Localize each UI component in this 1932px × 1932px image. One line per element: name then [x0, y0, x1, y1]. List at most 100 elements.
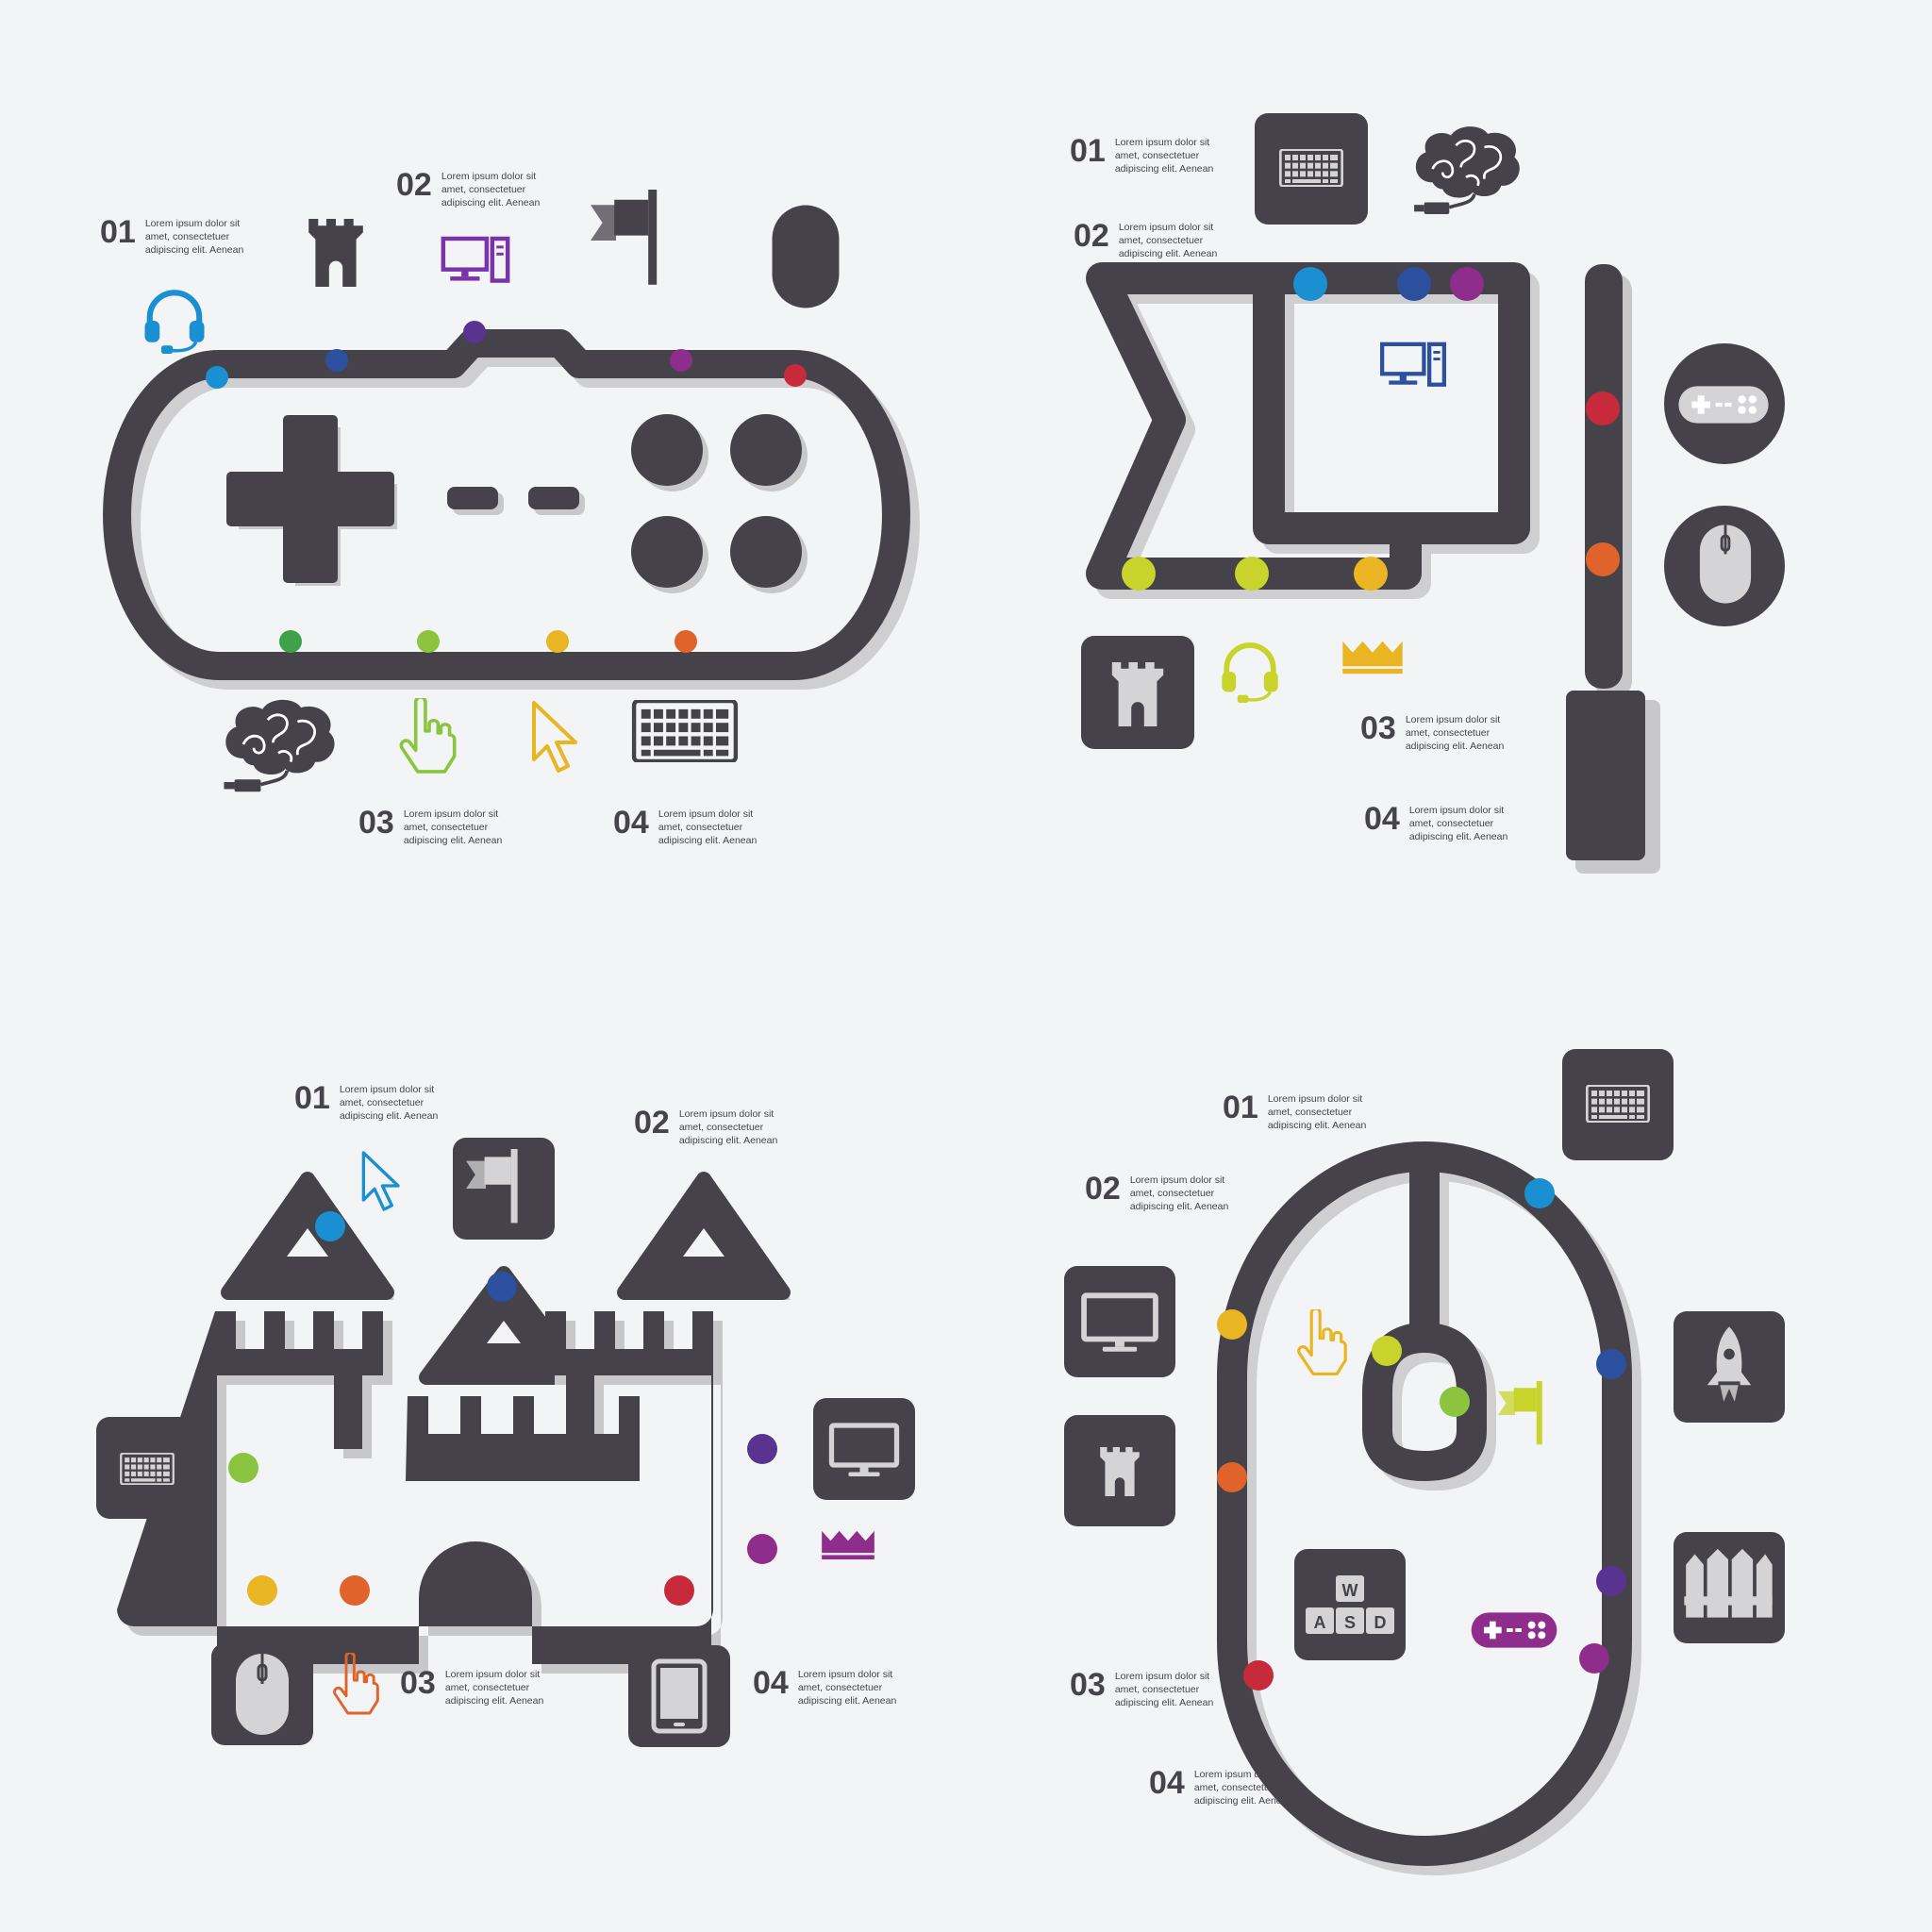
step-number: 04 [1149, 1765, 1185, 1801]
mouse-circle-icon [1664, 506, 1785, 626]
track-dot [1217, 1309, 1247, 1340]
step-number: 02 [396, 167, 432, 203]
gamepad-track [103, 329, 910, 680]
track-dot [1596, 1349, 1626, 1379]
track-dot [340, 1575, 370, 1606]
monitor-tile-icon [1064, 1266, 1175, 1377]
track-dot [1596, 1566, 1626, 1596]
gamepad-circle-icon [1664, 343, 1785, 464]
mouse-panel: W A S D [1064, 1049, 1785, 1875]
track-dot [417, 630, 440, 653]
tablet-tile-icon [628, 1645, 730, 1747]
step-number: 03 [1360, 710, 1396, 746]
wasd-key-label: D [1374, 1613, 1387, 1632]
headset-icon [145, 292, 205, 354]
track-dot [747, 1434, 777, 1464]
castle-tower-icon [308, 219, 363, 287]
track-dot [279, 630, 302, 653]
track-dot [546, 630, 569, 653]
castle-tile-icon [1081, 636, 1194, 749]
track-dot [1354, 557, 1388, 591]
gamepad-icon [1471, 1612, 1557, 1648]
track-dot [1579, 1643, 1609, 1674]
brain-usb-icon [1414, 126, 1520, 214]
track-dot [315, 1211, 345, 1241]
step-number: 04 [613, 805, 649, 841]
wasd-key-label: A [1314, 1613, 1326, 1632]
pointing-hand-icon [399, 698, 457, 774]
track-dot [670, 349, 692, 372]
desktop-computer-icon [1382, 344, 1444, 385]
track-dot [1217, 1462, 1247, 1492]
rocket-tile-icon [1674, 1311, 1785, 1423]
keyboard-tile-icon [96, 1417, 198, 1519]
castle-panel [96, 1138, 915, 1747]
pointing-hand-icon [1297, 1309, 1347, 1375]
wasd-key-label: W [1342, 1581, 1358, 1600]
step-number: 01 [1070, 133, 1106, 169]
castle-tile-icon [1064, 1415, 1175, 1526]
track-dot [1524, 1178, 1555, 1208]
step-number: 01 [1223, 1090, 1258, 1125]
mouse-icon [770, 203, 841, 310]
track-dot [1243, 1660, 1274, 1690]
flag-icon [1498, 1381, 1542, 1445]
track-dot [1293, 267, 1327, 301]
track-dot [228, 1453, 258, 1483]
track-dot [1586, 542, 1620, 576]
step-number: 04 [753, 1665, 789, 1701]
step-number: 01 [294, 1080, 330, 1116]
monitor-tile-icon [813, 1398, 915, 1500]
arrow-cursor-icon [361, 1151, 400, 1211]
track-dot [247, 1575, 277, 1606]
flag-track [1086, 262, 1530, 590]
track-dot [1586, 391, 1620, 425]
track-dot [664, 1575, 694, 1606]
flag-pole-shape [1566, 264, 1660, 874]
brain-usb-icon [222, 697, 337, 794]
dpad-shape [226, 415, 397, 586]
track-dot [1397, 267, 1431, 301]
headset-icon [1222, 645, 1277, 703]
wasd-key-label: S [1344, 1613, 1356, 1632]
gamepad-panel [103, 190, 920, 794]
track-dot [325, 349, 348, 372]
track-dot [1440, 1387, 1470, 1417]
mouse-track [1217, 1141, 1632, 1866]
step-number: 03 [358, 805, 394, 841]
step-number: 02 [1074, 218, 1109, 254]
track-dot [206, 366, 228, 389]
keyboard-tile-icon [1562, 1049, 1674, 1160]
action-buttons-shapes [631, 414, 808, 593]
step-number: 01 [100, 214, 136, 250]
track-dot [784, 364, 807, 387]
wasd-keys-tile-icon: W A S D [1294, 1549, 1406, 1660]
keyboard-icon [634, 701, 736, 761]
select-start-shapes [447, 487, 585, 515]
crown-icon [822, 1530, 874, 1560]
